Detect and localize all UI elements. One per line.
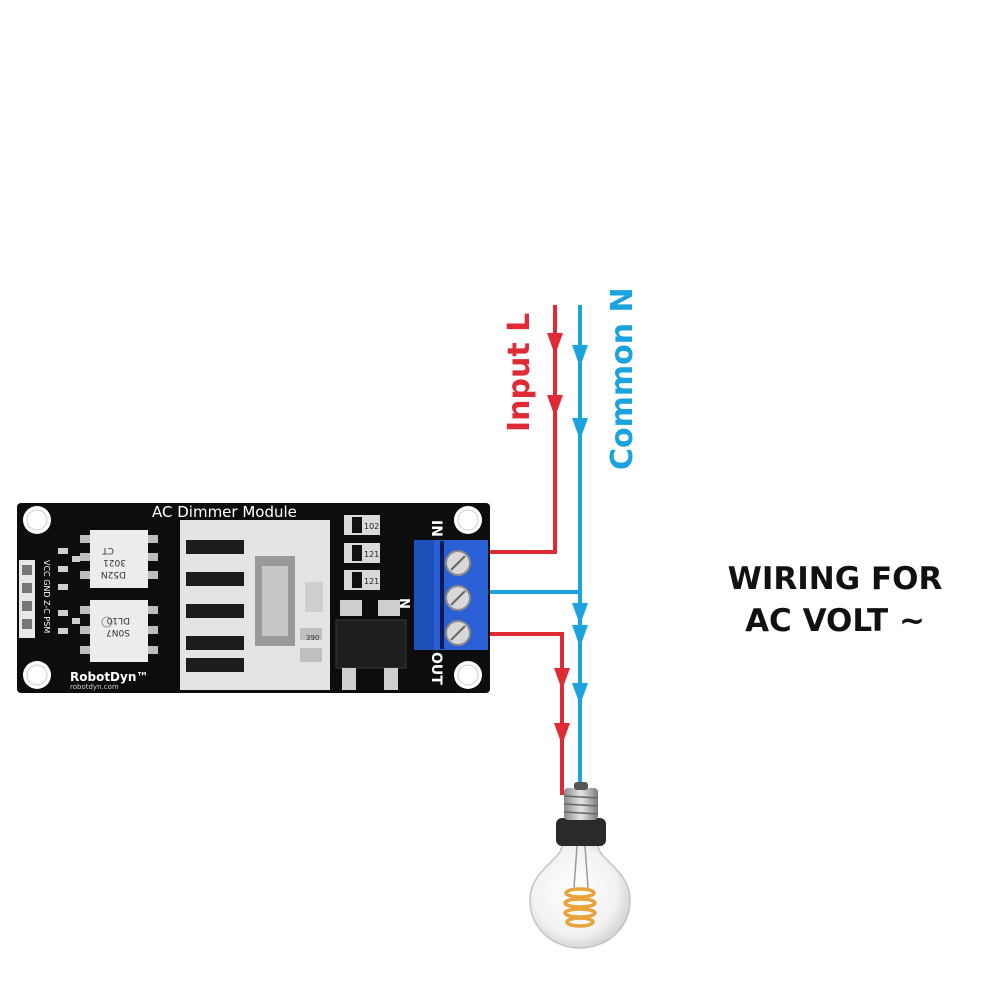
common-n-label: Common N bbox=[605, 287, 640, 470]
input-line-wire bbox=[486, 305, 557, 554]
triac-ic bbox=[335, 600, 407, 690]
smd-components bbox=[58, 548, 80, 634]
arrow-down-icon bbox=[547, 333, 570, 745]
optocoupler-1-line1: CT bbox=[102, 545, 114, 555]
input-l-label: Input L bbox=[502, 313, 537, 432]
brand-logo: RobotDyn™ bbox=[70, 670, 148, 684]
terminal-in-label: IN bbox=[428, 520, 444, 537]
resistor-label: 102 bbox=[364, 522, 379, 531]
ac-dimmer-board: AC Dimmer Module VCC GND Z-C PSM CT 302 bbox=[17, 503, 490, 693]
optocoupler: CT 3021 D52N bbox=[80, 530, 158, 588]
brand-website: robotdyn.com bbox=[70, 683, 119, 691]
optocoupler-2-line1: DL10 bbox=[106, 615, 130, 625]
edison-bulb-icon bbox=[529, 782, 631, 949]
caption-line-2: AC VOLT ~ bbox=[745, 603, 925, 639]
pin-header bbox=[19, 560, 35, 638]
board-title: AC Dimmer Module bbox=[152, 503, 297, 521]
caption-line-1: WIRING FOR bbox=[727, 561, 943, 597]
pin-labels: VCC GND Z-C PSM bbox=[42, 560, 51, 633]
arrow-down-icon bbox=[572, 345, 588, 705]
optocoupler-1-line2: 3021 bbox=[103, 557, 126, 567]
triac-heatsink bbox=[180, 520, 330, 690]
mounting-hole bbox=[23, 506, 482, 689]
optocoupler-1-line3: D52N bbox=[101, 569, 126, 579]
terminal-out-label: OUT bbox=[428, 652, 444, 685]
resistors bbox=[344, 515, 380, 590]
terminal-block bbox=[414, 540, 488, 650]
optocoupler-2-line2: S0N7 bbox=[106, 627, 130, 637]
neutral-mark: N bbox=[396, 598, 411, 609]
screw-terminal bbox=[445, 550, 471, 646]
wiring-caption: WIRING FOR AC VOLT ~ bbox=[690, 558, 980, 642]
resistor-label: 121 bbox=[364, 550, 379, 559]
output-line-wire bbox=[486, 632, 564, 795]
wires: Input L Common N bbox=[486, 287, 640, 795]
optocoupler: DL10 S0N7 bbox=[80, 600, 158, 662]
smd-label: 390 bbox=[306, 634, 319, 642]
resistor-label: 121 bbox=[364, 577, 379, 586]
